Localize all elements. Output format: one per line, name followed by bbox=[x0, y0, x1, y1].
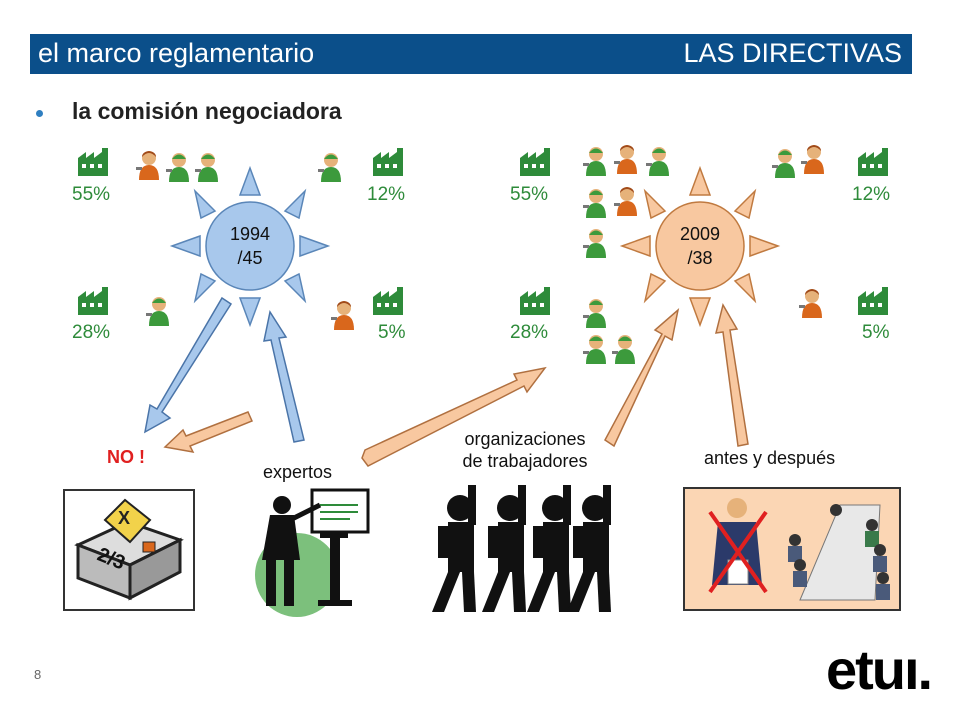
factory-icon bbox=[858, 287, 888, 315]
sun-left bbox=[169, 165, 331, 328]
worker-icon bbox=[583, 229, 606, 258]
factory-icon bbox=[520, 287, 550, 315]
worker-icon bbox=[146, 297, 169, 326]
pct-left-top-left: 55% bbox=[72, 184, 111, 205]
sun-left-year: 1994 bbox=[229, 224, 271, 244]
slide-title: el marco reglamentario bbox=[38, 38, 315, 68]
etui-logo: etuı. bbox=[826, 638, 933, 701]
bullet-text: la comisión negociadora bbox=[72, 98, 342, 124]
worker-icon bbox=[801, 145, 824, 174]
arrow-experts-to-2009 bbox=[361, 366, 547, 467]
pct-right-top-right: 12% bbox=[852, 184, 891, 205]
sun-right-label: 2009 /38 bbox=[674, 222, 726, 270]
arrow-before-after-to-2009 bbox=[715, 303, 749, 447]
factory-icon bbox=[858, 148, 888, 176]
pct-right-bottom-right: 5% bbox=[862, 322, 890, 343]
worker-icon bbox=[583, 147, 606, 176]
sun-left-label: 1994 /45 bbox=[224, 222, 276, 270]
factory-icon bbox=[78, 287, 108, 315]
sun-right-number: /38 bbox=[687, 248, 713, 268]
worker-icon bbox=[318, 153, 341, 182]
sun-right-year: 2009 bbox=[679, 224, 721, 244]
pct-right-top-left: 55% bbox=[510, 184, 549, 205]
workers-org-label-line2: de trabajadores bbox=[462, 451, 588, 471]
worker-icon bbox=[166, 153, 189, 182]
bullet-dot-icon bbox=[36, 110, 43, 117]
before-after-label: antes y después bbox=[704, 448, 836, 468]
meeting-icon bbox=[683, 487, 901, 611]
presenter-icon bbox=[255, 488, 370, 617]
worker-icon bbox=[583, 335, 606, 364]
arrow-sun-to-no bbox=[143, 296, 233, 434]
worker-icon bbox=[136, 151, 159, 180]
slide-section-title: LAS DIRECTIVAS bbox=[683, 38, 902, 68]
pct-left-bottom-right: 5% bbox=[378, 322, 406, 343]
arrow-no-from-right bbox=[163, 411, 254, 454]
worker-icon bbox=[614, 145, 637, 174]
factory-icon bbox=[520, 148, 550, 176]
worker-icon bbox=[646, 147, 669, 176]
no-label: NO ! bbox=[107, 447, 145, 467]
factory-icon bbox=[78, 148, 108, 176]
sun-left-number: /45 bbox=[237, 248, 263, 268]
workers-org-label-line1: organizaciones bbox=[464, 429, 586, 449]
pct-left-bottom-left: 28% bbox=[72, 322, 111, 343]
ballot-box-icon: X bbox=[63, 489, 195, 611]
svg-text:X: X bbox=[118, 508, 130, 528]
workers-org-label: organizaciones de trabajadores bbox=[440, 428, 610, 472]
factory-icon bbox=[373, 148, 403, 176]
title-bar bbox=[30, 34, 912, 74]
pct-left-top-right: 12% bbox=[367, 184, 406, 205]
worker-icon bbox=[614, 187, 637, 216]
worker-icon bbox=[799, 289, 822, 318]
arrow-experts-to-sun bbox=[263, 310, 305, 443]
worker-icon bbox=[583, 189, 606, 218]
sun-right bbox=[619, 165, 781, 328]
page-number: 8 bbox=[34, 667, 42, 682]
worker-icon bbox=[612, 335, 635, 364]
pct-right-bottom-left: 28% bbox=[510, 322, 549, 343]
worker-icon bbox=[772, 149, 795, 178]
experts-label: expertos bbox=[263, 462, 333, 482]
worker-icon bbox=[331, 301, 354, 330]
marching-workers-icon bbox=[432, 485, 611, 612]
arrow-workers-to-2009 bbox=[604, 307, 680, 448]
worker-icon bbox=[583, 299, 606, 328]
factory-icon bbox=[373, 287, 403, 315]
worker-icon bbox=[195, 153, 218, 182]
